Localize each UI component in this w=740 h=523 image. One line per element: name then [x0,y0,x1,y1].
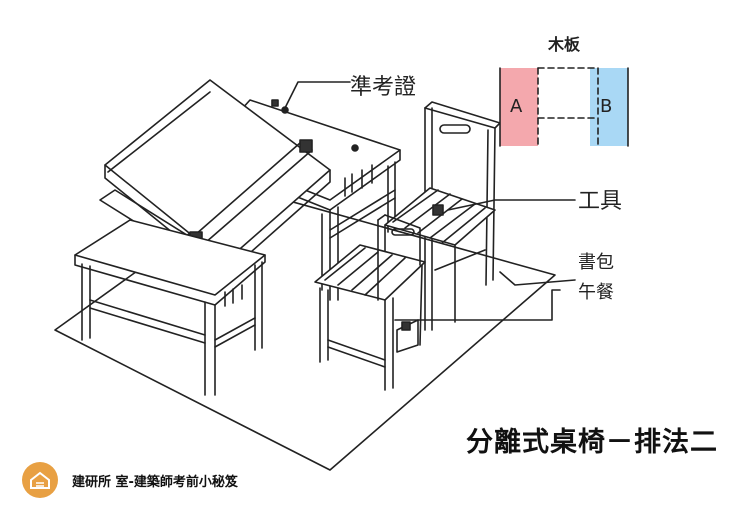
board-a [500,68,538,146]
label-board-a: A [510,96,523,117]
front-desk [74,219,266,396]
board-diagram [499,67,629,147]
footer: 建研所 室-建築師考前小秘笈 [22,462,238,498]
board-b [590,68,628,146]
drafting-board [99,79,331,276]
page-title: 分離式桌椅－排法二 [466,427,718,458]
leader-bag-lunch [499,271,576,286]
label-board-b: B [600,96,612,117]
front-chair [314,214,426,391]
label-bag: 書包 [578,252,614,273]
label-tools: 工具 [578,189,622,214]
label-lunch: 午餐 [578,282,614,303]
house-icon [22,462,58,498]
leader-admission-ticket [284,81,351,109]
footer-text: 建研所 室-建築師考前小秘笈 [72,474,238,490]
label-admission-ticket: 準考證 [350,75,416,100]
leader-tools [447,199,576,211]
leader-lunch [394,289,561,321]
label-wood-board: 木板 [547,35,581,54]
back-chair [384,101,501,331]
